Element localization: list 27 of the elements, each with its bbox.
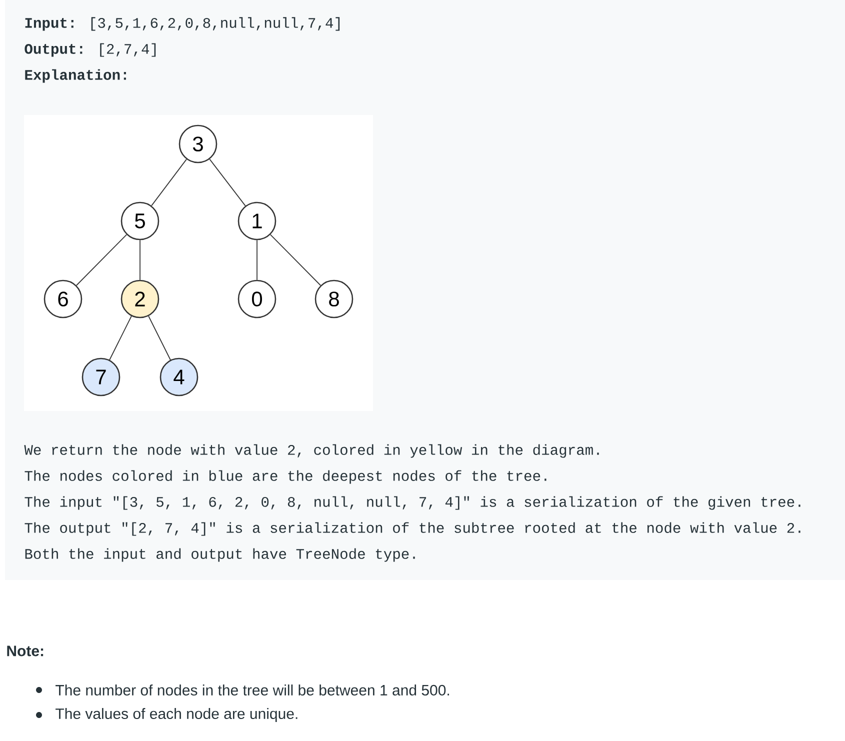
list-item: The values of each node are unique. xyxy=(56,708,298,722)
tree-edge xyxy=(76,234,127,286)
tree-node: 7 xyxy=(82,358,120,396)
text-line: Input: [3,5,1,6,2,0,8,null,null,7,4] xyxy=(25,17,340,31)
text-line: Output: [2,7,4] xyxy=(24,43,156,57)
tree-node: 2 xyxy=(120,280,160,318)
text-line: The input "[3, 5, 1, 6, 2, 0, 8, null, null, 7, 4]" is a serialization of the given tree. xyxy=(24,496,800,510)
text-line: We return the node with value 2, colored in yellow in the diagram. xyxy=(24,444,599,458)
text-line: Both the input and output have TreeNode type. xyxy=(25,548,415,562)
tree-edge xyxy=(256,240,258,280)
tree-node: 1 xyxy=(238,202,276,240)
tree-edge xyxy=(270,234,321,286)
tree-node: 6 xyxy=(44,280,82,318)
tree-node: 3 xyxy=(178,124,218,164)
text-line: The nodes colored in blue are the deepest nodes of the tree. xyxy=(24,470,546,484)
tree-node: 0 xyxy=(238,280,276,318)
tree-node: 5 xyxy=(120,202,160,240)
tree-node: 4 xyxy=(160,358,198,396)
tree-edge xyxy=(109,316,132,360)
heading: Explanation: xyxy=(25,69,126,83)
tree-node: 8 xyxy=(314,280,354,318)
tree-edge xyxy=(209,158,246,206)
heading: Note: xyxy=(7,646,44,656)
list-item: The number of nodes in the tree will be between 1 and 500. xyxy=(56,684,449,696)
tree-edge xyxy=(151,158,187,206)
tree-edge xyxy=(148,316,171,360)
text-line: The output "[2, 7, 4]" is a serialization of the subtree rooted at the node with value 2. xyxy=(24,522,800,536)
